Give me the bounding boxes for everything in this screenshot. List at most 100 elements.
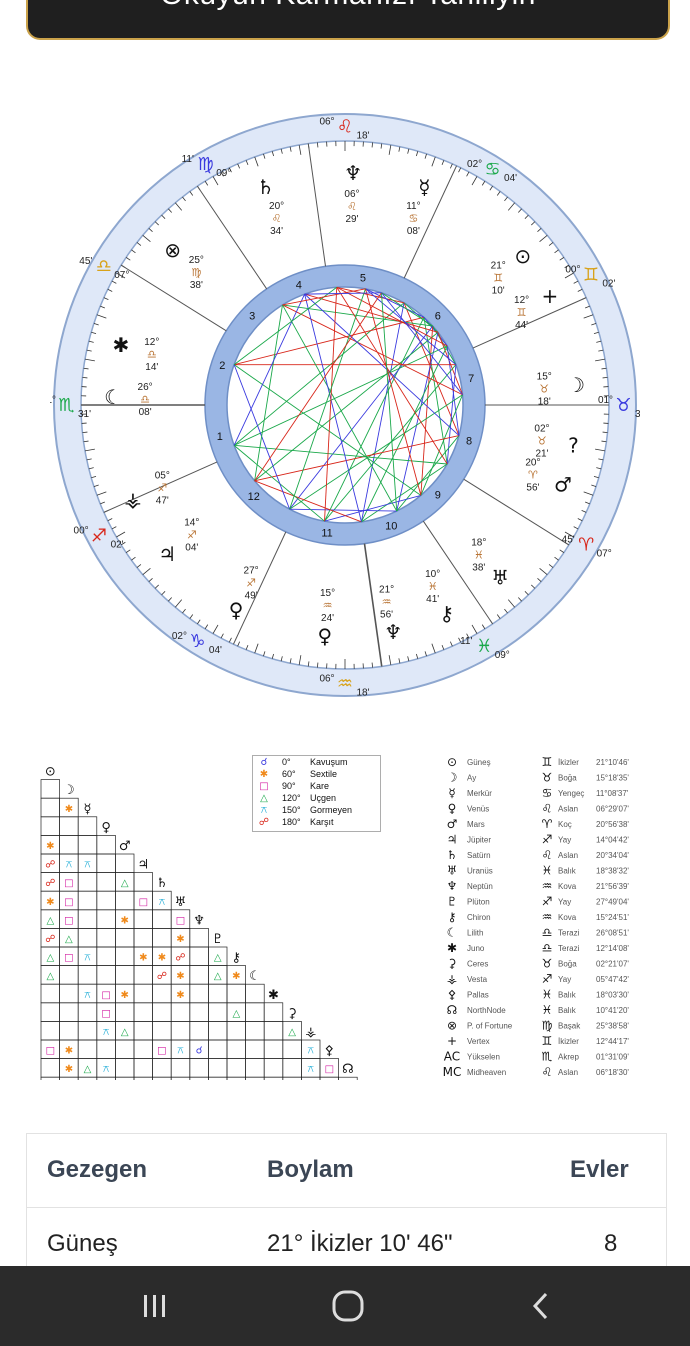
aspect-cell (133, 1039, 153, 1059)
degree-tick (317, 142, 319, 148)
svg-text:02': 02' (111, 540, 124, 551)
svg-text:♒: ♒ (337, 674, 353, 695)
aspect-mark: ⚻ (103, 1027, 110, 1038)
degree-tick (537, 578, 542, 582)
svg-text:01°: 01° (50, 395, 56, 406)
degree-tick (271, 653, 274, 659)
degree-tick (496, 191, 501, 196)
aspect-line (423, 317, 448, 465)
svg-text:♍: ♍ (542, 1019, 553, 1033)
house-number: 1 (217, 431, 223, 443)
svg-text:⊗: ⊗ (447, 1019, 457, 1033)
degree-tick (583, 491, 594, 496)
degree-tick (103, 297, 109, 301)
svg-text:01°: 01° (598, 395, 613, 406)
aspect-mark: △ (121, 878, 129, 889)
aspect-mark: △ (84, 1064, 92, 1075)
house-cusp-line (472, 297, 587, 349)
aspect-cell (77, 1076, 98, 1080)
aspect-cell (189, 928, 209, 948)
degree-tick (116, 272, 126, 279)
aspect-cell (152, 1058, 172, 1078)
svg-text:00°: 00° (74, 526, 89, 537)
aspect-cell (208, 1002, 228, 1022)
svg-text:Chiron: Chiron (467, 913, 491, 922)
svg-text:Kova: Kova (558, 913, 577, 922)
svg-text:♓: ♓ (542, 1003, 553, 1017)
planet-glyph: ☾26°♎08' (104, 382, 153, 418)
svg-text:♋: ♋ (408, 212, 418, 225)
svg-text:♎: ♎ (96, 256, 112, 277)
grid-header-glyph: ♂ (119, 839, 131, 854)
home-button[interactable] (308, 1266, 388, 1346)
svg-text:Vesta: Vesta (467, 975, 488, 984)
svg-text:Aslan: Aslan (558, 805, 578, 814)
aspect-cell (115, 928, 135, 948)
row-longitude: 21° İkizler 10' 46" (267, 1230, 453, 1257)
svg-text:Yay: Yay (558, 975, 571, 984)
aspect-cell (152, 928, 172, 948)
aspect-cell (133, 1002, 153, 1022)
aspect-cell (115, 1076, 135, 1080)
aspect-cell (170, 1021, 191, 1041)
degree-tick (84, 448, 95, 452)
legend-box (252, 755, 381, 832)
aspect-cell (77, 909, 98, 929)
svg-text:06°: 06° (344, 189, 359, 200)
svg-text:⚴: ⚴ (448, 988, 457, 1002)
svg-text:♉: ♉ (542, 957, 553, 971)
degree-tick (131, 249, 136, 254)
aspect-cell (59, 835, 79, 855)
degree-tick (481, 180, 486, 186)
house-cusp-line (463, 478, 570, 546)
house-cusp-line (196, 185, 268, 290)
planet-glyph: +12°♊44' (514, 284, 558, 331)
zodiac-cusp-label: 06°♒18' (319, 674, 369, 699)
aspect-line (396, 435, 460, 512)
degree-tick (407, 148, 410, 154)
svg-text:38': 38' (190, 280, 203, 291)
aspect-mark: ⚻ (307, 1046, 314, 1057)
aspect-cell (245, 1002, 265, 1022)
svg-text:♉: ♉ (542, 771, 553, 785)
aspect-line (381, 292, 433, 327)
svg-text:56': 56' (526, 482, 539, 493)
aspect-mark: ☌ (196, 1046, 203, 1057)
aspect-line (289, 288, 366, 510)
aspect-cell (189, 946, 209, 966)
aspect-cell (189, 1076, 209, 1080)
aspect-cell (189, 1058, 209, 1078)
back-button[interactable] (502, 1266, 582, 1346)
svg-text:04': 04' (185, 543, 198, 554)
aspect-mark: ✱ (176, 971, 184, 982)
degree-tick (581, 509, 587, 513)
svg-text:☾: ☾ (447, 926, 458, 940)
svg-text:+: + (447, 1034, 457, 1048)
degree-tick (96, 491, 107, 496)
svg-text:♄: ♄ (447, 848, 458, 862)
degree-tick (380, 143, 383, 149)
aspect-cell (77, 1002, 98, 1022)
aspect-cell (115, 946, 135, 966)
degree-tick (83, 440, 89, 443)
svg-text:♐: ♐ (542, 972, 553, 986)
svg-text:♌: ♌ (347, 200, 357, 213)
degree-tick (220, 633, 224, 639)
svg-text:09°: 09° (495, 650, 510, 661)
svg-text:⚶: ⚶ (125, 487, 142, 511)
aspect-mark: ☍ (157, 971, 167, 982)
degree-tick (100, 305, 106, 309)
aspect-cell (189, 1002, 209, 1022)
recents-button[interactable] (115, 1266, 195, 1346)
svg-text:♈: ♈ (542, 817, 553, 831)
degree-tick (212, 176, 219, 186)
zodiac-cusp-label: 02°♋04' (467, 159, 517, 184)
svg-text:Satürn: Satürn (467, 851, 491, 860)
svg-text:♈: ♈ (528, 468, 538, 481)
aspect-cell (189, 983, 209, 1004)
aspect-mark: ⚻ (66, 860, 73, 871)
aspect-mark: ⚻ (307, 1064, 314, 1075)
